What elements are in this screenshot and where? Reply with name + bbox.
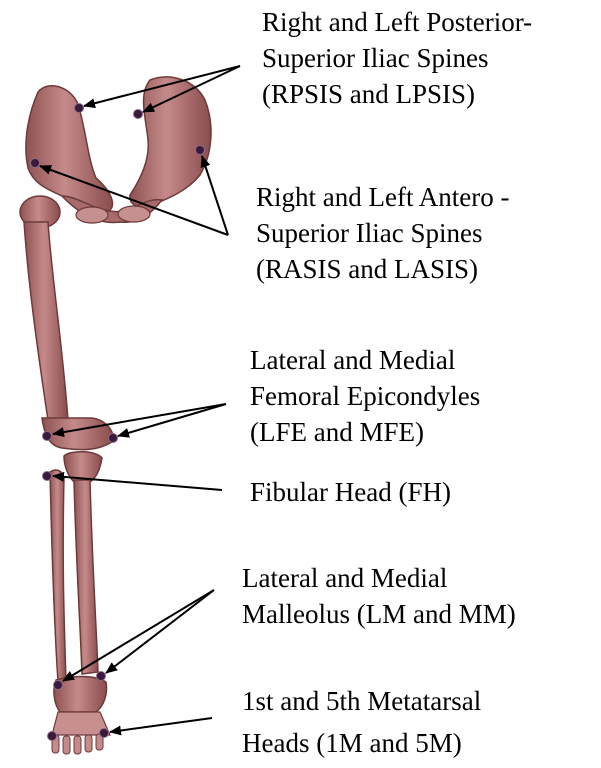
femur-shaft — [24, 222, 68, 420]
psis-label-line2: Superior Iliac Spines — [262, 40, 532, 76]
left-ilium — [130, 77, 211, 207]
1m-marker — [48, 732, 57, 741]
rpsis-marker — [75, 104, 84, 113]
obturator-left — [76, 207, 108, 223]
lm-marker — [54, 681, 63, 690]
asis-label-line2: Superior Iliac Spines — [256, 215, 509, 251]
psis-label: Right and Left Posterior- Superior Iliac… — [262, 4, 532, 112]
fibular-label-line1: Fibular Head (FH) — [250, 474, 451, 510]
lower-leg — [50, 452, 102, 682]
arrow-lasis — [202, 156, 228, 235]
lasis-marker — [196, 146, 205, 155]
rasis-marker — [31, 159, 40, 168]
fibular-label: Fibular Head (FH) — [250, 474, 451, 510]
tibia-shaft — [74, 480, 98, 674]
asis-label-line1: Right and Left Antero - — [256, 179, 509, 215]
epicondyles-label-line2: Femoral Epicondyles — [250, 378, 480, 414]
lfe-marker — [43, 432, 52, 441]
psis-label-line1: Right and Left Posterior- — [262, 4, 532, 40]
fibula — [50, 470, 66, 682]
arrow-1m-5m — [110, 718, 212, 732]
psis-label-line3: (RPSIS and LPSIS) — [262, 76, 532, 112]
asis-label-line3: (RASIS and LASIS) — [256, 251, 509, 287]
mm-marker — [97, 672, 106, 681]
malleolus-label-line1: Lateral and Medial — [242, 560, 516, 596]
femur-condyles — [42, 418, 113, 450]
arrow-mm — [106, 590, 214, 673]
toe-bones — [52, 734, 103, 754]
right-ilium — [26, 86, 113, 212]
malleolus-label: Lateral and Medial Malleolus (LM and MM) — [242, 560, 516, 632]
metatarsal-label-line1: 1st and 5th Metatarsal — [242, 680, 481, 722]
epicondyles-label-line1: Lateral and Medial — [250, 342, 480, 378]
metatarsal-label-line2: Heads (1M and 5M) — [242, 722, 481, 764]
metatarsal-label: 1st and 5th Metatarsal Heads (1M and 5M) — [242, 680, 481, 764]
asis-label: Right and Left Antero - Superior Iliac S… — [256, 179, 509, 287]
5m-marker — [100, 729, 109, 738]
lpsis-marker — [134, 110, 143, 119]
epicondyles-label: Lateral and Medial Femoral Epicondyles (… — [250, 342, 480, 450]
epicondyles-label-line3: (LFE and MFE) — [250, 414, 480, 450]
malleolus-label-line2: Malleolus (LM and MM) — [242, 596, 516, 632]
mfe-marker — [109, 434, 118, 443]
fh-marker — [43, 472, 52, 481]
obturator-right — [118, 206, 150, 222]
femur — [20, 196, 113, 450]
